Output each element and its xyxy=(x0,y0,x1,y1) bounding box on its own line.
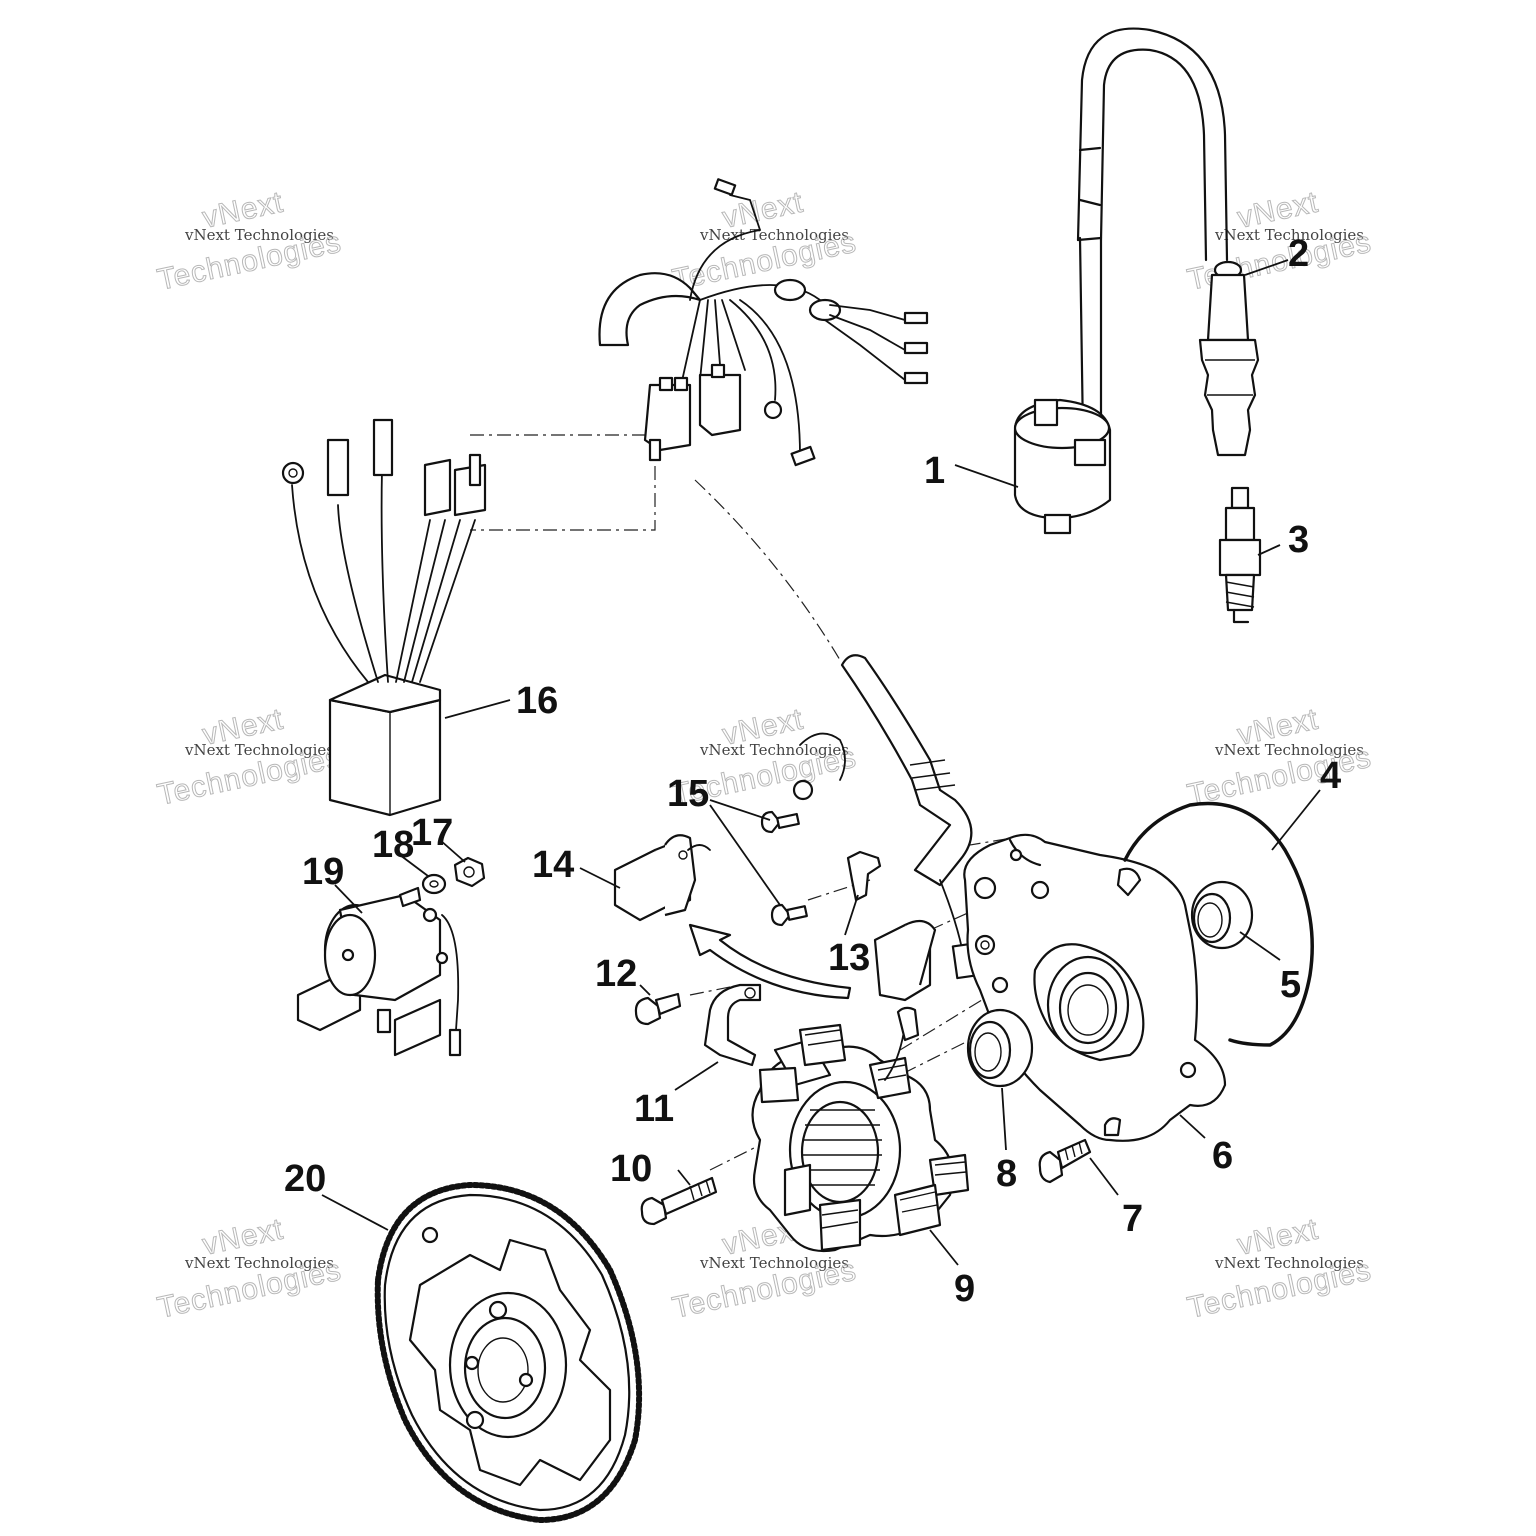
watermark-mid-left: vNext vNext Technologies Technologies xyxy=(154,702,345,812)
stator-screw xyxy=(640,1176,718,1226)
starter-solenoid xyxy=(296,886,462,1057)
svg-text:vNext Technologies: vNext Technologies xyxy=(184,226,334,244)
svg-text:vNext Technologies: vNext Technologies xyxy=(1214,741,1364,759)
callout-15: 15 xyxy=(667,773,709,815)
callout-10: 10 xyxy=(610,1148,652,1190)
callout-labels: 1 2 3 4 5 6 7 8 9 10 11 12 13 14 15 16 1… xyxy=(284,233,1341,1310)
callout-19: 19 xyxy=(302,851,344,893)
callout-1: 1 xyxy=(924,450,945,492)
wire-clamp xyxy=(846,850,882,902)
callout-2: 2 xyxy=(1288,233,1309,275)
spark-plug xyxy=(1218,486,1262,624)
svg-text:vNext Technologies: vNext Technologies xyxy=(184,741,334,759)
watermark-bottom-left: vNext vNext Technologies Technologies xyxy=(154,1212,345,1325)
callout-8: 8 xyxy=(996,1153,1017,1195)
oil-seal-outer xyxy=(1190,880,1254,950)
stator xyxy=(751,1006,970,1253)
magneto-housing xyxy=(963,833,1227,1142)
ignition-coil xyxy=(1013,27,1229,535)
bracket-screw xyxy=(634,992,682,1026)
svg-text:vNext Technologies: vNext Technologies xyxy=(1214,226,1364,244)
callout-20: 20 xyxy=(284,1158,326,1200)
watermark-mid-right: vNext vNext Technologies Technologies xyxy=(1184,702,1375,812)
screw-upper xyxy=(760,810,800,834)
callout-18: 18 xyxy=(372,824,414,866)
watermark-top-center: vNext vNext Technologies Technologies xyxy=(669,185,860,297)
oil-seal-inner xyxy=(966,1008,1034,1088)
callout-13: 13 xyxy=(828,937,870,979)
callout-6: 6 xyxy=(1212,1135,1233,1177)
svg-text:vNext Technologies: vNext Technologies xyxy=(699,226,849,244)
callout-12: 12 xyxy=(595,953,637,995)
svg-text:vNext Technologies: vNext Technologies xyxy=(184,1254,334,1272)
callout-14: 14 xyxy=(532,844,574,886)
o-ring xyxy=(1123,801,1314,1047)
nut xyxy=(453,856,486,888)
spark-plug-cap xyxy=(1198,260,1260,457)
direction-arrow xyxy=(688,923,852,1000)
svg-text:vNext Technologies: vNext Technologies xyxy=(699,741,849,759)
callout-17: 17 xyxy=(411,812,453,854)
watermark-bottom-right: vNext vNext Technologies Technologies xyxy=(1184,1212,1375,1325)
pulser-coil xyxy=(613,834,711,922)
housing-bolt xyxy=(1038,1138,1092,1184)
harness-bracket xyxy=(703,983,762,1067)
screw-lower xyxy=(770,903,808,927)
watermark-top-left: vNext vNext Technologies Technologies xyxy=(154,185,345,297)
callout-3: 3 xyxy=(1288,519,1309,561)
voltage-regulator xyxy=(281,418,487,817)
flywheel xyxy=(374,1182,643,1523)
stator-lead xyxy=(792,654,977,1002)
callout-11: 11 xyxy=(634,1088,674,1130)
washer xyxy=(421,873,447,895)
callout-5: 5 xyxy=(1280,964,1301,1006)
svg-text:vNext Technologies: vNext Technologies xyxy=(1214,1254,1364,1272)
svg-text:vNext Technologies: vNext Technologies xyxy=(699,1254,849,1272)
callout-4: 4 xyxy=(1320,755,1341,797)
leader-lines xyxy=(321,259,1321,1266)
callout-7: 7 xyxy=(1122,1198,1143,1240)
callout-16: 16 xyxy=(516,680,558,722)
callout-9: 9 xyxy=(954,1268,975,1310)
wiring-harness xyxy=(598,178,929,467)
